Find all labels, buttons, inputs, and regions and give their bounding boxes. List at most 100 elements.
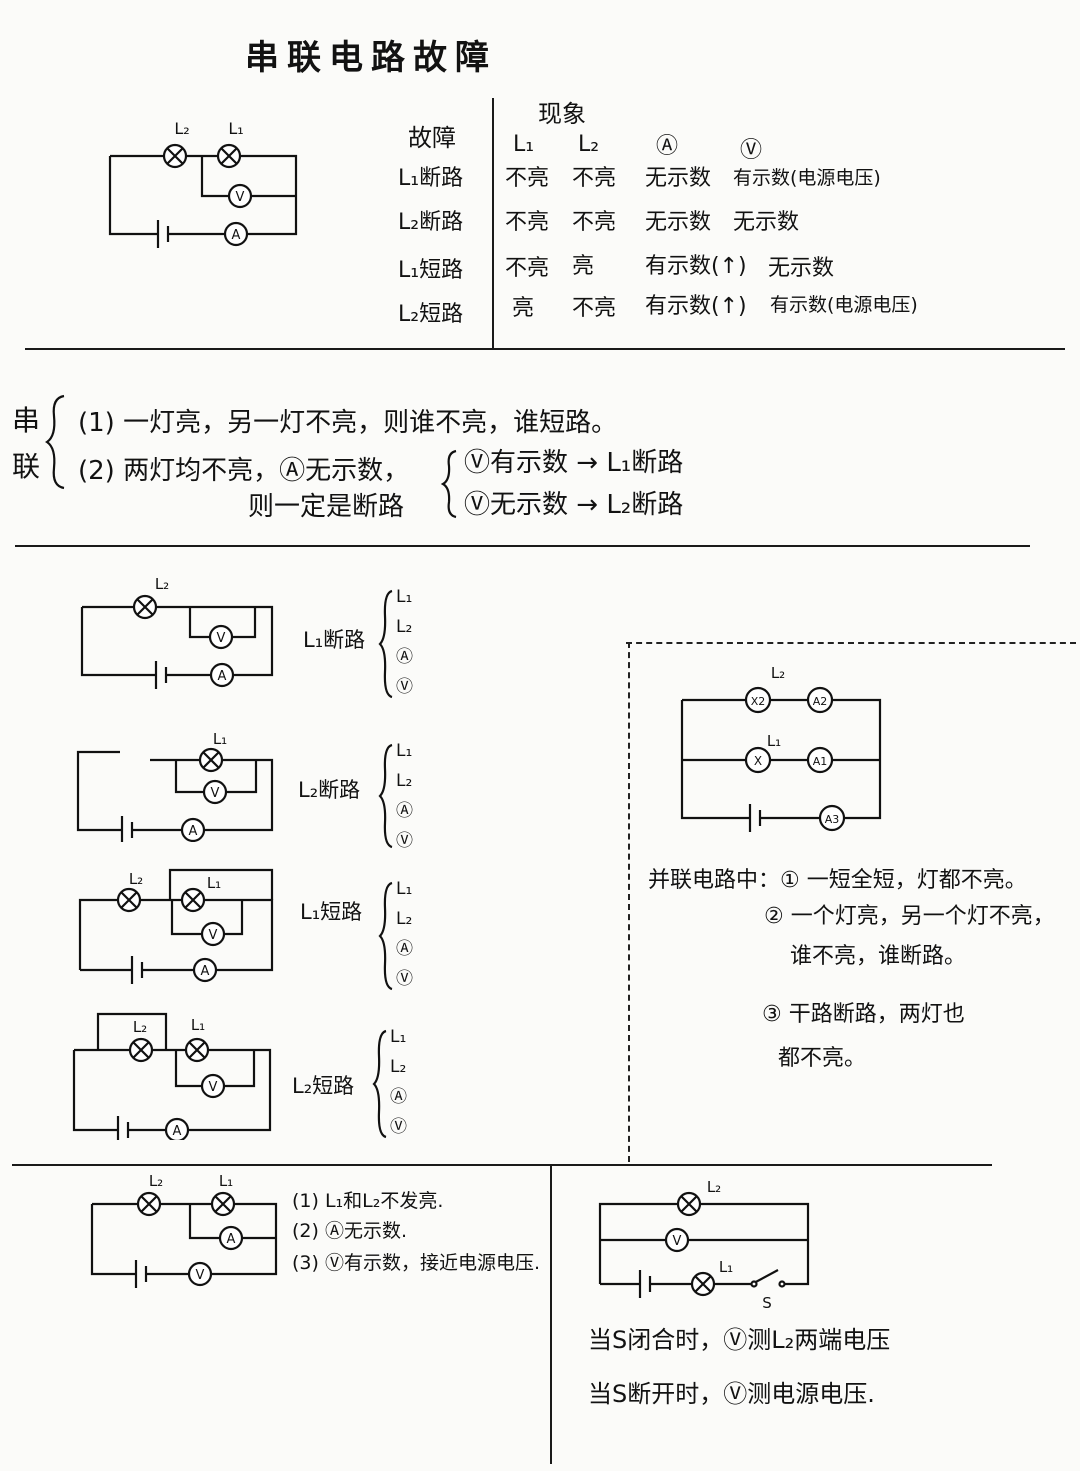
voltmeter-label: V bbox=[211, 786, 220, 801]
circuit-l1-short: V A L₂ L₁ bbox=[78, 868, 274, 984]
series-side-label: 串联 bbox=[12, 404, 41, 483]
section-divider bbox=[12, 1164, 992, 1166]
voltmeter-label: V bbox=[217, 631, 226, 646]
voltmeter-label: V bbox=[209, 928, 218, 943]
brace-icon bbox=[378, 589, 393, 699]
parallel-note-4: ③ 干路断路，两灯也 bbox=[762, 1002, 965, 1027]
list-item: L₂ bbox=[396, 771, 413, 791]
ammeter-label: A bbox=[232, 228, 241, 243]
ammeter-label: A bbox=[218, 669, 227, 684]
lamp-label-l2: L₂ bbox=[707, 1178, 721, 1196]
brace-icon bbox=[45, 394, 65, 490]
table-row-fault: L₁短路 bbox=[398, 258, 464, 283]
voltmeter-label: V bbox=[236, 190, 245, 205]
list-item: L₁ bbox=[396, 741, 413, 761]
bottom-right-line-2: 当S断开时，Ⓥ测电源电压. bbox=[588, 1380, 875, 1408]
ammeter-label: A bbox=[189, 824, 198, 839]
col-header-ammeter: Ⓐ bbox=[656, 134, 679, 159]
lamp-label-l1: L₁ bbox=[228, 119, 243, 138]
table-divider bbox=[492, 98, 494, 350]
lamp-x-label: X bbox=[754, 754, 762, 768]
case-label: L₁短路 bbox=[300, 900, 363, 924]
circuit-l1-open: V A L₂ bbox=[80, 575, 274, 689]
lamp-label-l2: L₂ bbox=[174, 119, 189, 138]
circuit-l2-open: V A L₁ bbox=[76, 730, 274, 842]
voltmeter-label: V bbox=[673, 1234, 682, 1249]
lamp-label-l1: L₁ bbox=[207, 874, 221, 892]
parallel-circuit-diagram: X2 A2 X A1 A3 L₂ L₁ bbox=[680, 664, 882, 832]
table-row-fault: L₂短路 bbox=[398, 302, 464, 327]
list-item: Ⓥ bbox=[390, 1117, 407, 1137]
table-row-fault: L₂断路 bbox=[398, 210, 464, 235]
ammeter-label: A bbox=[201, 964, 210, 979]
list-item: Ⓐ bbox=[390, 1087, 407, 1107]
table-cell: 无示数 bbox=[645, 166, 712, 191]
col-header-l1: L₁ bbox=[513, 132, 535, 157]
lamp-label-l2: L₂ bbox=[155, 575, 169, 593]
summary-item-2-cont: 则一定是断路 bbox=[248, 492, 405, 522]
case-label: L₁断路 bbox=[303, 628, 366, 652]
case-label: L₂断路 bbox=[298, 778, 361, 802]
ammeter-a2-label: A2 bbox=[813, 695, 828, 708]
ammeter-label: A bbox=[227, 1232, 236, 1247]
switch-label: S bbox=[762, 1294, 772, 1312]
ammeter-a3-label: A3 bbox=[825, 813, 840, 826]
circuit-l2-short: V A L₂ L₁ bbox=[72, 1012, 272, 1140]
lamp-label-l2: L₂ bbox=[771, 664, 785, 682]
lamp-label-l1: L₁ bbox=[719, 1258, 733, 1276]
list-item: L₁ bbox=[390, 1027, 407, 1047]
fault-header: 故障 bbox=[408, 124, 456, 152]
dashed-border-left bbox=[628, 642, 630, 1162]
lamp-label-l1: L₁ bbox=[191, 1016, 205, 1034]
list-item: L₂ bbox=[396, 617, 413, 637]
list-item: L₂ bbox=[390, 1057, 407, 1077]
dashed-border-top bbox=[626, 642, 1076, 644]
brace-icon bbox=[378, 743, 393, 849]
page-title: 串联电路故障 bbox=[245, 38, 497, 78]
table-cell: 不亮 bbox=[572, 296, 617, 321]
table-row-fault: L₁断路 bbox=[398, 166, 464, 191]
bottom-right-line-1: 当S闭合时，Ⓥ测L₂两端电压 bbox=[588, 1326, 891, 1354]
summary-item-2: (2) 两灯均不亮，Ⓐ无示数， bbox=[78, 456, 410, 486]
col-header-l2: L₂ bbox=[578, 132, 600, 157]
ammeter-a1-label: A1 bbox=[813, 755, 828, 768]
table-cell: 无示数 bbox=[645, 210, 712, 235]
summary-branch-1: Ⓥ有示数 → L₁断路 bbox=[464, 448, 684, 478]
lamp-label-l2: L₂ bbox=[133, 1018, 147, 1036]
table-cell: 有示数(↑) bbox=[645, 254, 747, 279]
list-item: Ⓥ bbox=[396, 831, 413, 851]
table-cell: 有示数(电源电压) bbox=[770, 294, 918, 316]
bottom-divider bbox=[550, 1164, 552, 1464]
table-cell: 不亮 bbox=[505, 256, 550, 281]
list-item: L₂ bbox=[396, 909, 413, 929]
list-item: L₁ bbox=[396, 587, 413, 607]
circuit-with-switch: V L₂ L₁ S bbox=[598, 1178, 810, 1312]
table-cell: 有示数(电源电压) bbox=[733, 167, 881, 189]
voltmeter-label: V bbox=[196, 1268, 205, 1283]
table-cell: 亮 bbox=[512, 296, 535, 321]
table-cell: 亮 bbox=[572, 254, 595, 279]
brace-icon bbox=[372, 1029, 387, 1139]
list-item: Ⓐ bbox=[396, 647, 413, 667]
voltmeter-label: V bbox=[209, 1080, 218, 1095]
list-item: Ⓐ bbox=[396, 939, 413, 959]
brace-icon bbox=[378, 881, 393, 991]
parallel-note-3: 谁不亮，谁断路。 bbox=[790, 944, 967, 969]
lamp-label-l1: L₁ bbox=[767, 732, 781, 750]
section-divider bbox=[25, 348, 1065, 350]
list-item: Ⓥ bbox=[396, 969, 413, 989]
summary-item-1: (1) 一灯亮，另一灯不亮，则谁不亮，谁短路。 bbox=[78, 408, 618, 438]
table-cell: 无示数 bbox=[768, 256, 835, 281]
parallel-note-1: 并联电路中：① 一短全短，灯都不亮。 bbox=[648, 868, 1027, 893]
lamp-x2-label: X2 bbox=[751, 695, 766, 708]
lamp-label-l1: L₁ bbox=[213, 730, 227, 748]
lamp-label-l2: L₂ bbox=[149, 1172, 163, 1190]
series-circuit-diagram: V A L₂ L₁ bbox=[108, 119, 298, 248]
case-label: L₂短路 bbox=[292, 1074, 355, 1098]
col-header-voltmeter: Ⓥ bbox=[740, 138, 763, 163]
lamp-label-l1: L₁ bbox=[219, 1172, 233, 1190]
bottom-left-line-3: (3) Ⓥ有示数，接近电源电压. bbox=[292, 1252, 540, 1274]
